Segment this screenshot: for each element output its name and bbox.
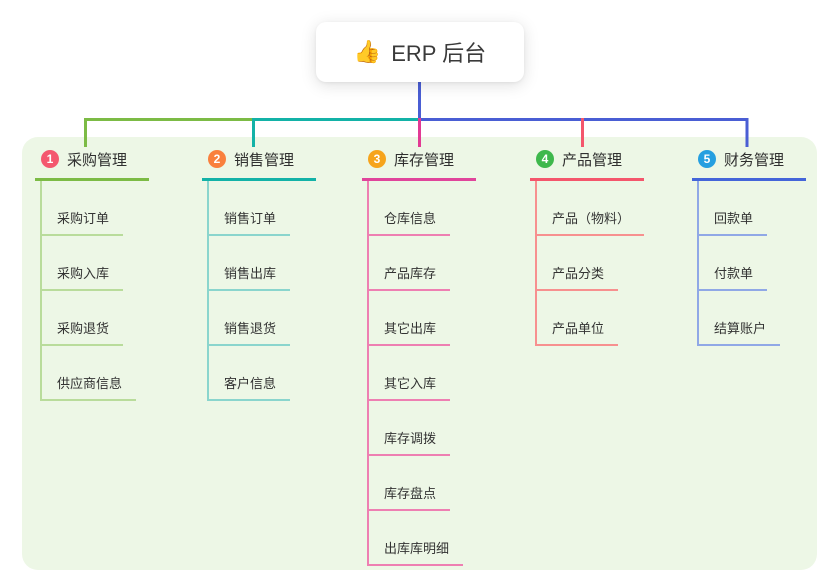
child-node-label: 其它出库	[367, 318, 451, 346]
child-node-label: 采购订单	[40, 208, 124, 236]
child-node[interactable]: 库存调拨	[362, 401, 463, 456]
child-node-label: 库存盘点	[367, 483, 451, 511]
thumbs-up-icon: 👍	[353, 39, 382, 64]
child-node-label: 采购入库	[40, 263, 124, 291]
branch-child-connector-line	[535, 181, 537, 346]
branch-number-badge: 4	[536, 150, 554, 168]
child-node-label: 销售订单	[207, 208, 291, 236]
branch-header[interactable]: 4 产品管理	[530, 147, 644, 181]
child-node[interactable]: 客户信息	[202, 346, 291, 401]
child-node[interactable]: 其它出库	[362, 291, 463, 346]
branch-child-connector-line	[40, 181, 42, 401]
branch-header[interactable]: 5 财务管理	[692, 147, 806, 181]
child-node-label: 结算账户	[697, 318, 781, 346]
child-node-label: 仓库信息	[367, 208, 451, 236]
child-node-label: 回款单	[697, 208, 768, 236]
branch-header[interactable]: 1 采购管理	[35, 147, 149, 181]
branch-header[interactable]: 3 库存管理	[362, 147, 476, 181]
branch-child-connector-line	[207, 181, 209, 401]
branch-col-4: 4 产品管理产品（物料） 产品分类产品单位	[530, 147, 645, 346]
branch-child-connector-line	[697, 181, 699, 346]
branch-label: 采购管理	[67, 151, 128, 169]
branch-label: 销售管理	[234, 151, 295, 169]
child-node[interactable]: 产品（物料）	[530, 181, 645, 236]
branch-children: 销售订单销售出库销售退货客户信息	[202, 181, 291, 401]
child-node-label: 销售出库	[207, 263, 291, 291]
child-node[interactable]: 付款单	[692, 236, 780, 291]
child-node[interactable]: 产品库存	[362, 236, 463, 291]
child-node-label: 产品库存	[367, 263, 451, 291]
child-node-label: 产品分类	[535, 263, 619, 291]
branch-children: 仓库信息产品库存其它出库其它入库库存调拨库存盘点出库库明细	[362, 181, 464, 566]
child-node[interactable]: 销售订单	[202, 181, 291, 236]
child-node[interactable]: 采购订单	[35, 181, 136, 236]
child-node-label: 产品（物料）	[535, 208, 645, 236]
branch-col-1: 1 采购管理采购订单采购入库采购退货供应商信息	[35, 147, 149, 401]
child-node[interactable]: 产品单位	[530, 291, 644, 346]
branch-children: 产品（物料） 产品分类产品单位	[530, 181, 645, 346]
branch-label: 财务管理	[724, 151, 785, 169]
child-node-label: 客户信息	[207, 373, 291, 401]
branch-label: 库存管理	[394, 151, 455, 169]
child-node[interactable]: 回款单	[692, 181, 780, 236]
child-node-label: 付款单	[697, 263, 768, 291]
child-node[interactable]: 采购入库	[35, 236, 136, 291]
branch-number-badge: 5	[698, 150, 716, 168]
child-node[interactable]: 出库库明细	[362, 511, 464, 566]
child-node[interactable]: 销售退货	[202, 291, 291, 346]
root-node[interactable]: 👍 ERP 后台	[316, 22, 524, 82]
child-node-label: 其它入库	[367, 373, 451, 401]
branch-header[interactable]: 2 销售管理	[202, 147, 316, 181]
mindmap-panel: 1 采购管理采购订单采购入库采购退货供应商信息 2 销售管理销售订单销售出库销售退货客…	[22, 137, 817, 570]
child-node[interactable]: 库存盘点	[362, 456, 463, 511]
child-node[interactable]: 仓库信息	[362, 181, 463, 236]
child-node[interactable]: 产品分类	[530, 236, 644, 291]
child-node[interactable]: 采购退货	[35, 291, 136, 346]
branch-child-connector-line	[367, 181, 369, 566]
child-node-label: 采购退货	[40, 318, 124, 346]
child-node[interactable]: 其它入库	[362, 346, 463, 401]
branch-col-3: 3 库存管理仓库信息产品库存其它出库其它入库库存调拨库存盘点出库库明细	[362, 147, 476, 566]
branch-children: 采购订单采购入库采购退货供应商信息	[35, 181, 137, 401]
child-node[interactable]: 供应商信息	[35, 346, 137, 401]
branch-col-2: 2 销售管理销售订单销售出库销售退货客户信息	[202, 147, 316, 401]
root-node-label: ERP 后台	[391, 41, 487, 66]
child-node[interactable]: 结算账户	[692, 291, 781, 346]
branch-children: 回款单付款单结算账户	[692, 181, 781, 346]
child-node-label: 供应商信息	[40, 373, 137, 401]
child-node-label: 出库库明细	[367, 538, 464, 566]
child-node[interactable]: 销售出库	[202, 236, 291, 291]
child-node-label: 库存调拨	[367, 428, 451, 456]
child-node-label: 销售退货	[207, 318, 291, 346]
branch-number-badge: 2	[208, 150, 226, 168]
branch-col-5: 5 财务管理回款单付款单结算账户	[692, 147, 806, 346]
branch-number-badge: 3	[368, 150, 386, 168]
branch-label: 产品管理	[562, 151, 623, 169]
branch-number-badge: 1	[41, 150, 59, 168]
child-node-label: 产品单位	[535, 318, 619, 346]
